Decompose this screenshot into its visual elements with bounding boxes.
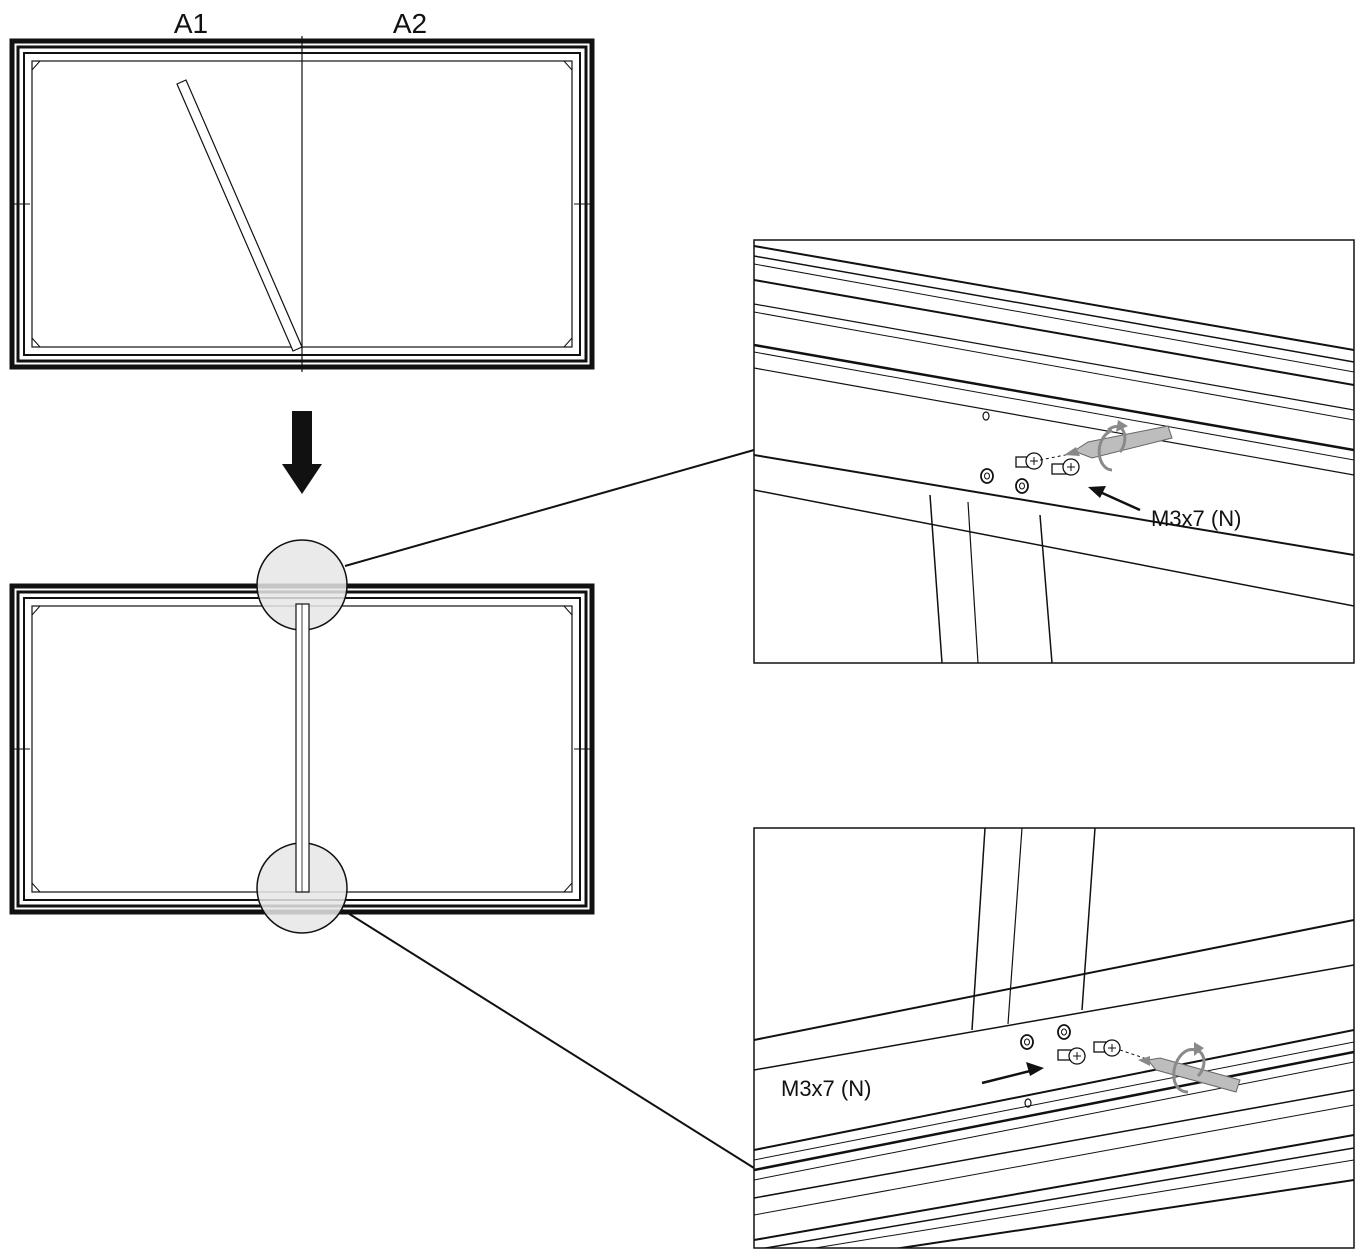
rotation-arrow-icon: [1097, 425, 1127, 472]
detail-view-top: M3x7 (N): [753, 239, 1355, 664]
loose-support-bar: [176, 79, 303, 352]
screw-label-top: M3x7 (N): [1151, 506, 1241, 531]
detail-view-bottom: M3x7 (N): [753, 827, 1355, 1249]
rotation-arrow-icon: [1172, 1048, 1206, 1094]
label-a1: A1: [174, 8, 208, 39]
down-arrow-icon: [282, 411, 322, 494]
washer-icon: [1020, 1024, 1071, 1050]
screw-label-bottom: M3x7 (N): [781, 1076, 871, 1101]
screw-icon: [1015, 452, 1080, 476]
leader-line-bottom: [342, 909, 755, 1169]
screw-icon: [1057, 1039, 1121, 1065]
label-a2: A2: [393, 8, 427, 39]
washer-icon: [980, 468, 1029, 494]
leader-line-top: [344, 449, 755, 567]
installed-support-bar: [295, 603, 310, 893]
frame-top: [9, 36, 595, 372]
screwdriver-icon: [1138, 1056, 1241, 1093]
